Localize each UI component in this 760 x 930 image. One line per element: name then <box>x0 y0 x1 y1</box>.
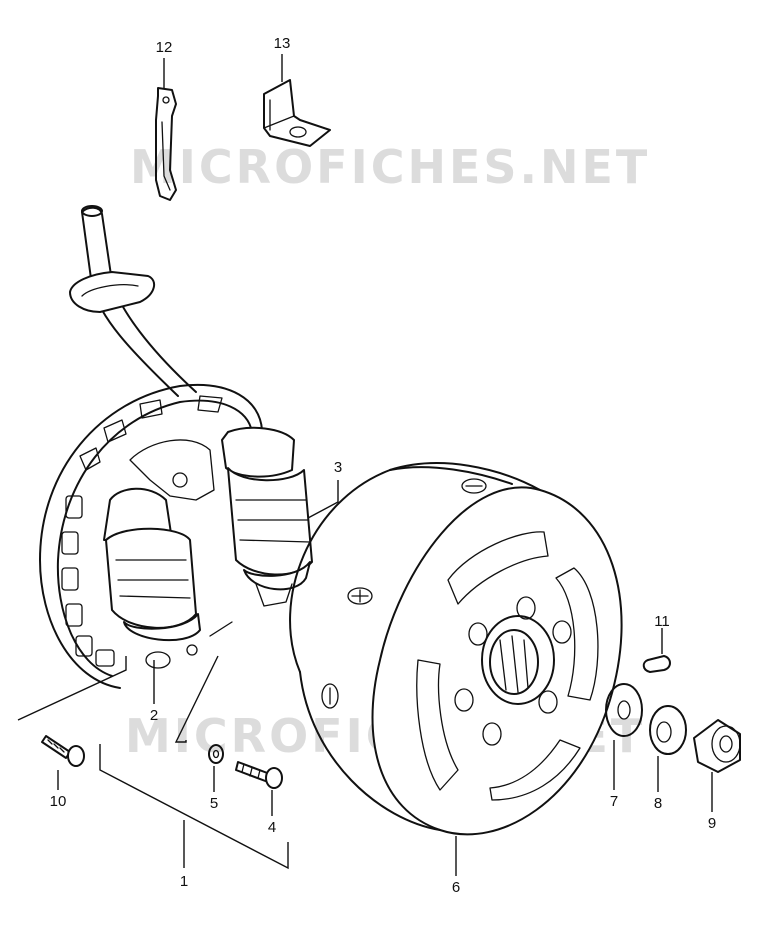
callout-13: 13 <box>274 35 291 52</box>
callout-12: 12 <box>156 39 173 56</box>
callout-5: 5 <box>210 795 218 812</box>
screw-10-part <box>41 735 85 767</box>
callout-7: 7 <box>610 793 618 810</box>
nut-9-part <box>693 719 741 773</box>
stator-plate-assembly <box>39 205 313 689</box>
callout-10: 10 <box>50 793 67 810</box>
leader-lines <box>17 54 713 876</box>
screw-4-part <box>235 761 283 789</box>
wire-clamp-part <box>155 87 177 201</box>
watermark-top: MICROFICHES.NET <box>130 140 650 194</box>
washer-5-part <box>208 744 224 764</box>
callout-4: 4 <box>268 819 276 836</box>
callout-1: 1 <box>180 873 188 890</box>
callout-2: 2 <box>150 707 158 724</box>
washer-7-part <box>605 683 643 737</box>
callout-9: 9 <box>708 815 716 832</box>
lock-washer-8-part <box>649 705 687 755</box>
callout-8: 8 <box>654 795 662 812</box>
bracket-part <box>263 79 331 147</box>
key-11-part <box>642 655 671 673</box>
callout-3: 3 <box>334 459 342 476</box>
flywheel-part <box>289 462 623 836</box>
callout-11: 11 <box>654 613 670 630</box>
callout-6: 6 <box>452 879 460 896</box>
